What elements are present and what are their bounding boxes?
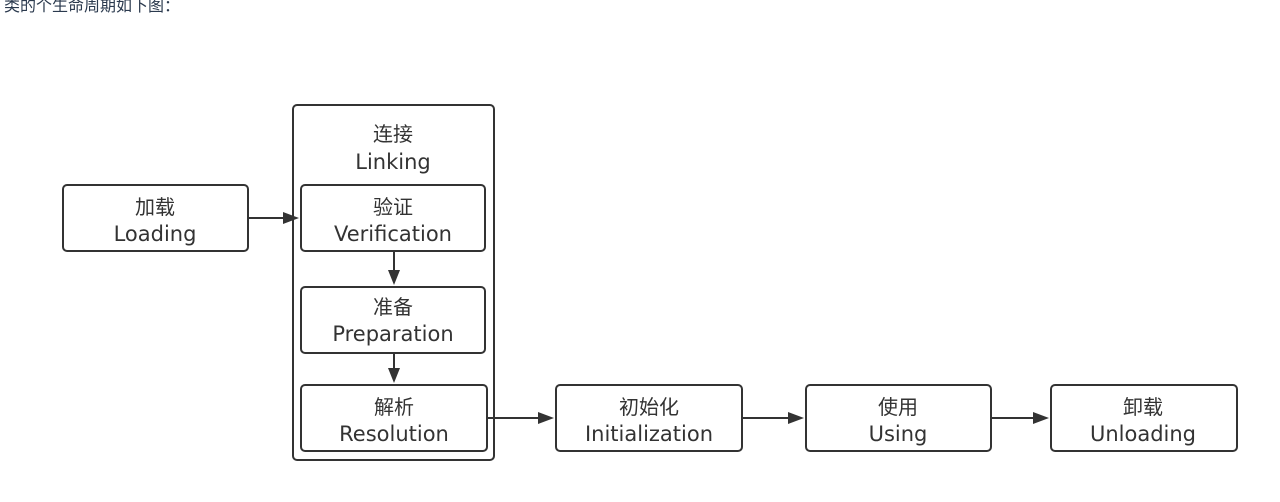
loading-label-en: Loading <box>114 222 197 246</box>
verification-label-en: Verification <box>334 222 452 246</box>
node-loading: 加载 Loading <box>62 184 249 252</box>
arrow-using-to-unloading <box>991 412 1049 424</box>
linking-label-en: Linking <box>355 150 430 174</box>
node-preparation: 准备 Preparation <box>300 286 486 354</box>
node-resolution: 解析 Resolution <box>300 384 488 452</box>
arrow-loading-to-linking <box>248 212 299 224</box>
resolution-label-cn: 解析 <box>374 395 414 419</box>
preparation-label-cn: 准备 <box>373 295 413 319</box>
initialization-label-en: Initialization <box>585 422 713 446</box>
unloading-label-en: Unloading <box>1090 422 1196 446</box>
using-label-en: Using <box>869 422 928 446</box>
arrow-verification-to-preparation <box>388 251 400 285</box>
verification-label-cn: 验证 <box>373 195 413 219</box>
linking-label-cn: 连接 <box>373 122 413 146</box>
node-using: 使用 Using <box>805 384 992 452</box>
unloading-box <box>1050 384 1238 452</box>
arrow-resolution-to-initialization <box>487 412 554 424</box>
unloading-label-cn: 卸载 <box>1123 395 1163 419</box>
node-initialization: 初始化 Initialization <box>555 384 743 452</box>
preparation-label-en: Preparation <box>332 322 453 346</box>
node-verification: 验证 Verification <box>300 184 486 252</box>
loading-label-cn: 加载 <box>135 195 175 219</box>
arrow-initialization-to-using <box>742 412 804 424</box>
initialization-label-cn: 初始化 <box>619 395 679 419</box>
resolution-label-en: Resolution <box>339 422 449 446</box>
arrow-preparation-to-resolution <box>388 353 400 383</box>
node-unloading: 卸载 Unloading <box>1050 384 1238 452</box>
using-label-cn: 使用 <box>878 395 918 419</box>
intro-text: 类的个生命周期如下图： <box>4 0 181 15</box>
